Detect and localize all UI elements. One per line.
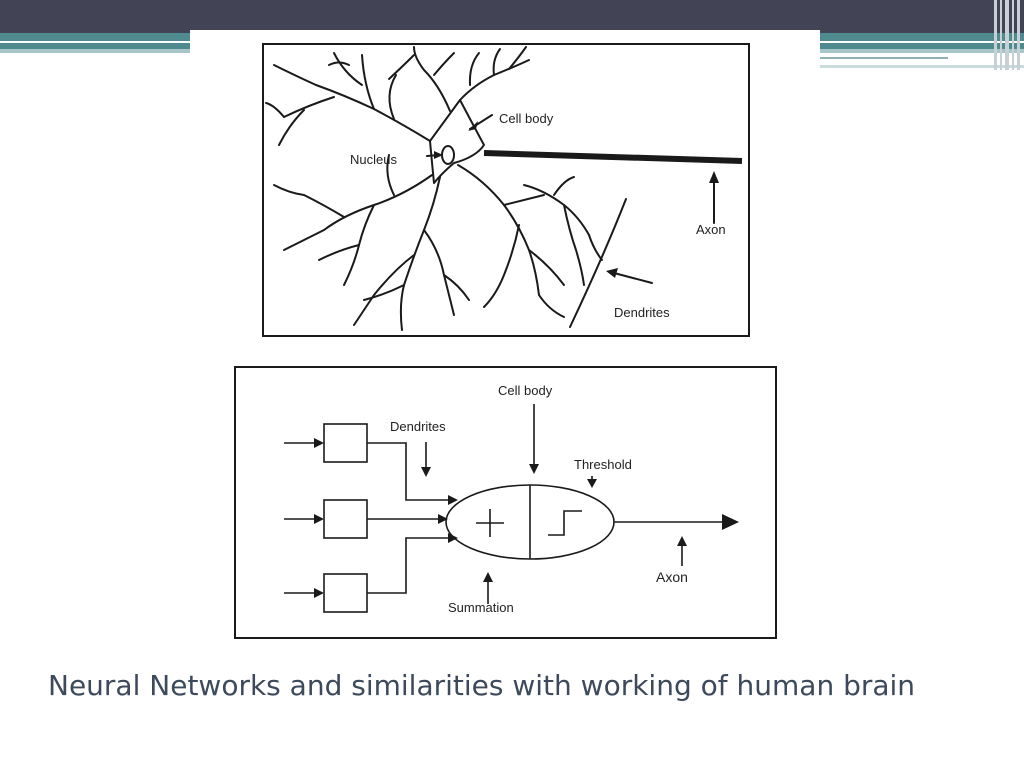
header-bar — [0, 0, 1024, 33]
edge-stripe — [994, 0, 997, 70]
model-drawing: Cell body Dendrites Threshold Summation … — [284, 383, 739, 615]
label-cell-body: Cell body — [498, 383, 553, 398]
label-threshold: Threshold — [574, 457, 632, 472]
label-nucleus: Nucleus — [350, 152, 397, 167]
edge-stripe — [1000, 0, 1002, 70]
label-dendrites: Dendrites — [390, 419, 446, 434]
header-right-rule-light — [820, 65, 1024, 68]
input-box — [323, 423, 368, 463]
input-box — [323, 499, 368, 539]
edge-stripe — [1005, 0, 1009, 70]
slide-caption: Neural Networks and similarities with wo… — [48, 669, 916, 702]
nucleus-shape — [441, 145, 455, 165]
label-dendrites: Dendrites — [614, 305, 670, 320]
label-axon: Axon — [696, 222, 726, 237]
label-summation: Summation — [448, 600, 514, 615]
edge-stripe — [1017, 0, 1020, 70]
input-box — [323, 573, 368, 613]
neuron-drawing: Cell body Nucleus Axon Dendrites — [265, 46, 743, 331]
axon-line — [483, 150, 743, 164]
header-right-rule — [820, 57, 948, 59]
label-cell-body: Cell body — [499, 111, 554, 126]
edge-stripe — [1012, 0, 1014, 70]
biological-neuron-figure: Cell body Nucleus Axon Dendrites — [262, 43, 750, 337]
label-axon: Axon — [656, 569, 688, 585]
cell-body-outline — [429, 99, 485, 184]
artificial-neuron-figure: Cell body Dendrites Threshold Summation … — [234, 366, 777, 639]
